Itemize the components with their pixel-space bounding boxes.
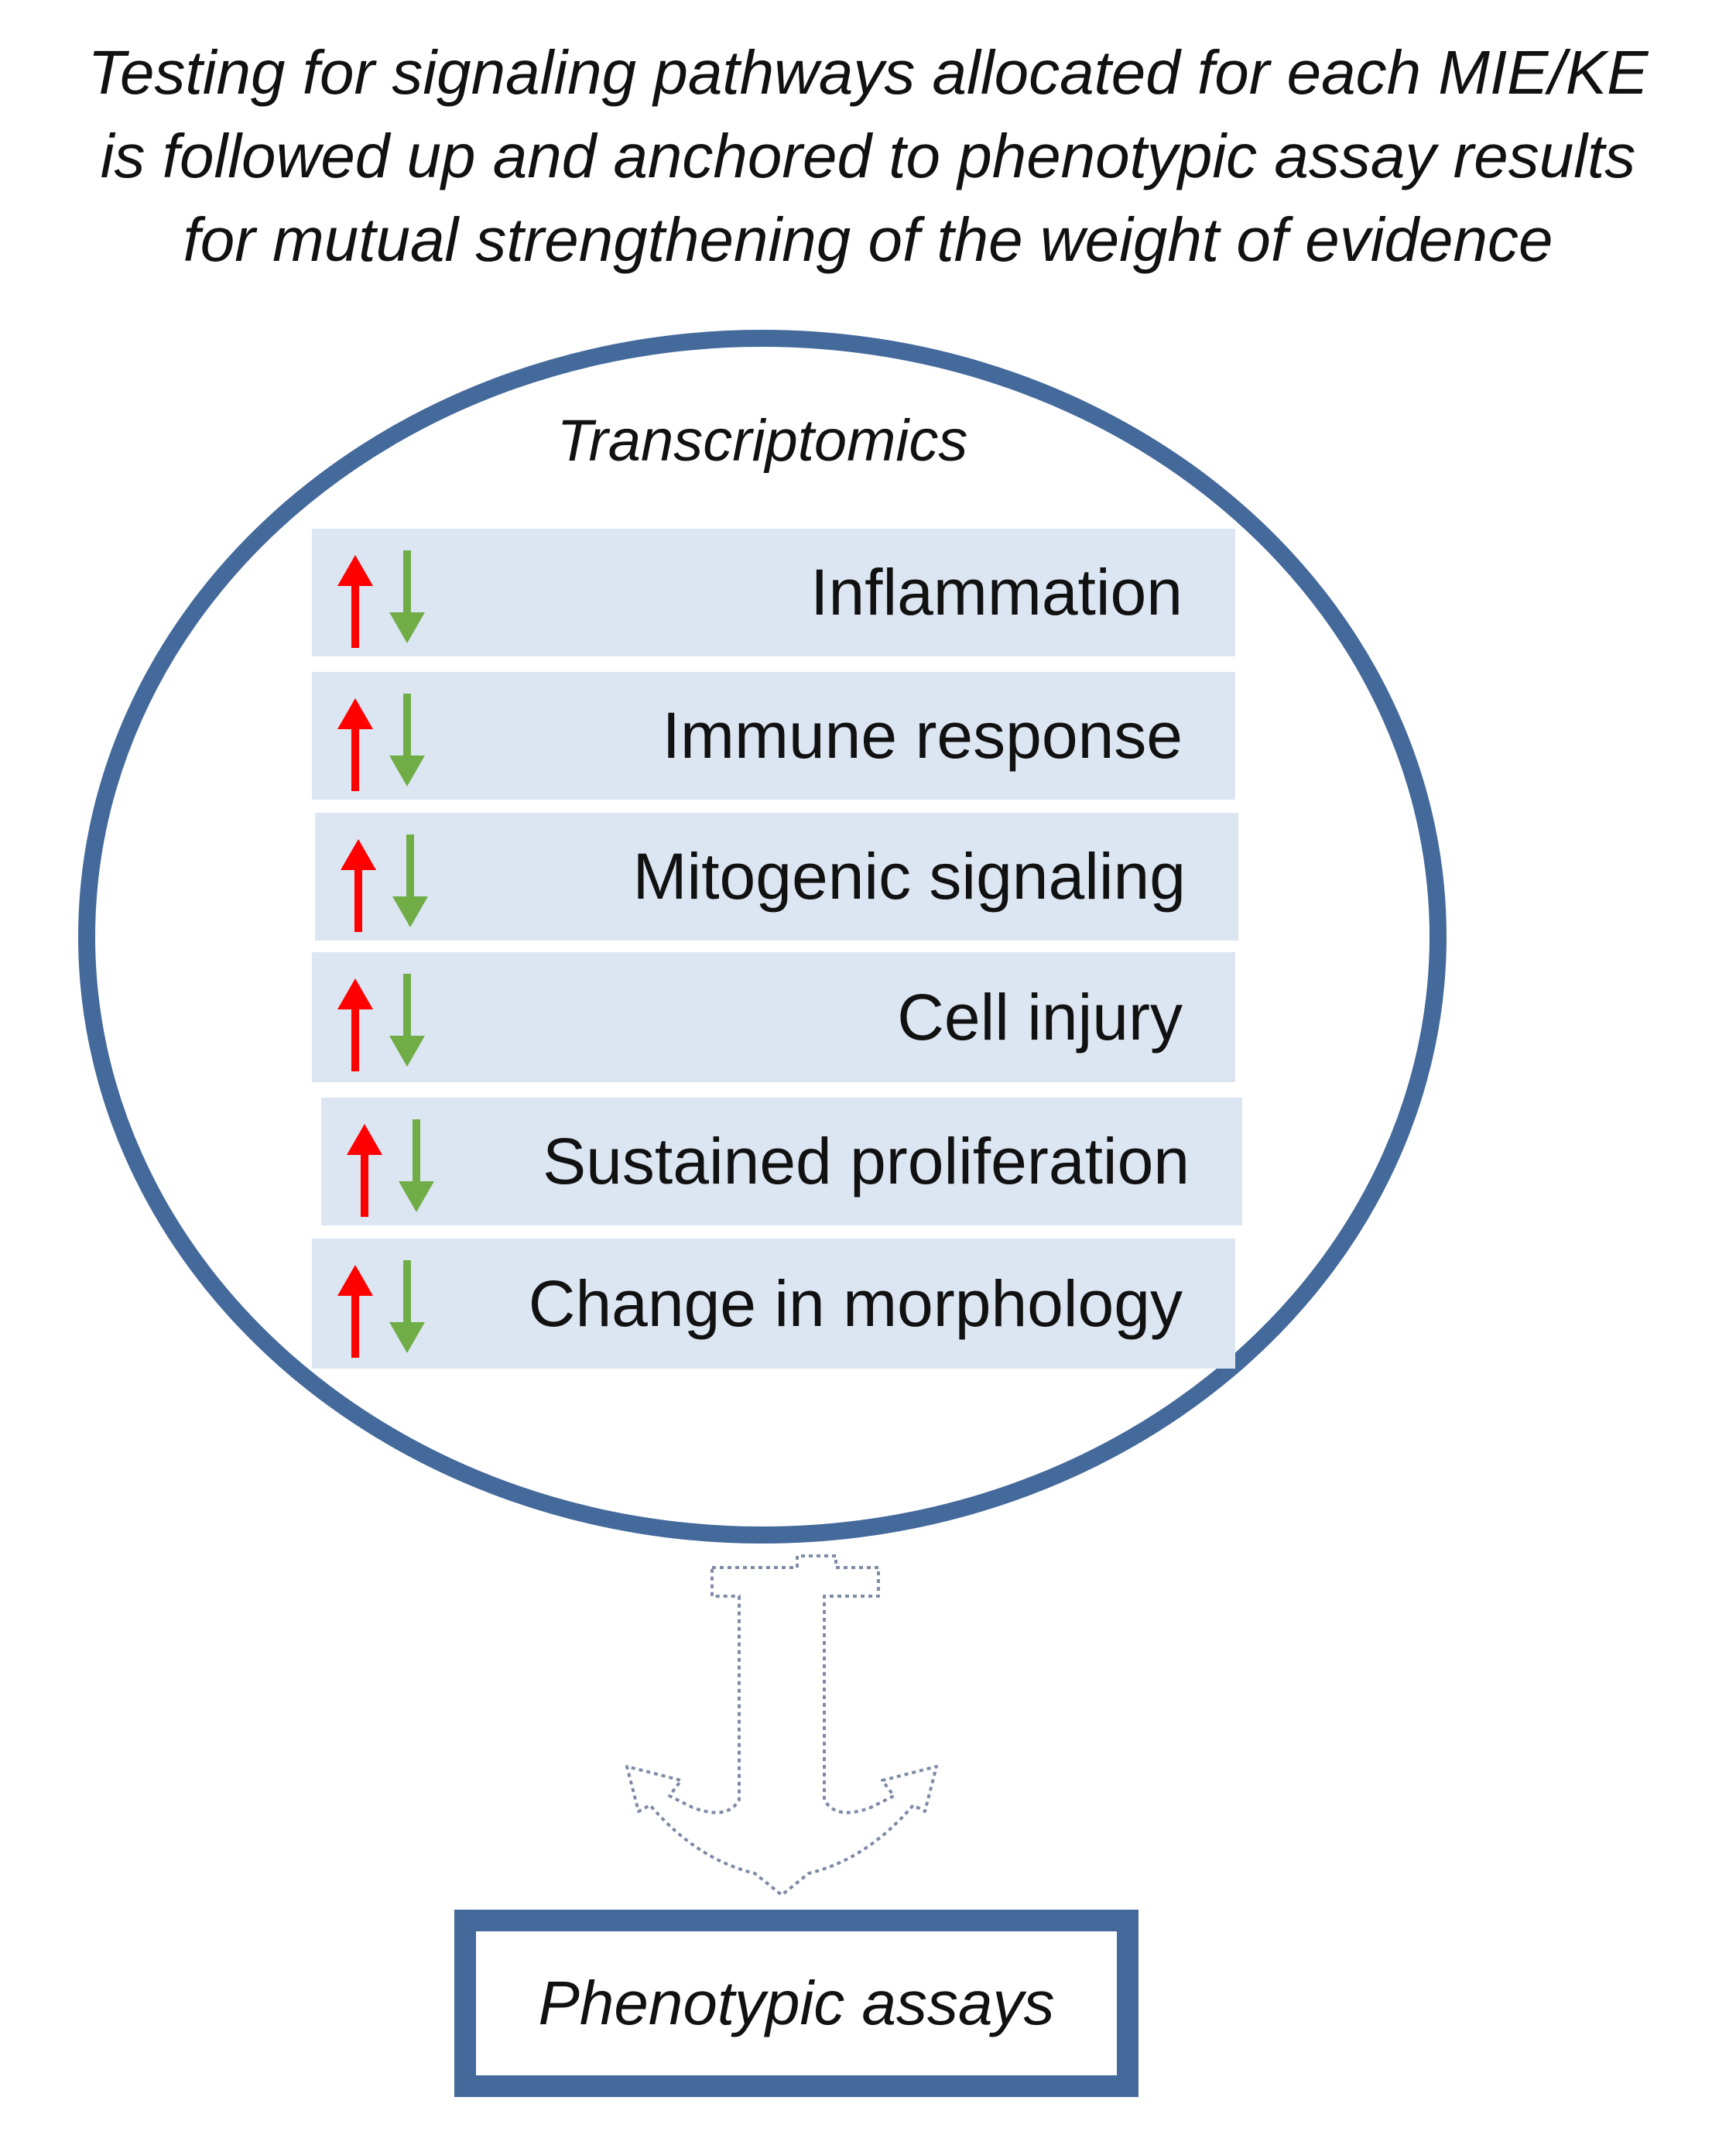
heading-line: for mutual strengthening of the weight o… (183, 205, 1553, 274)
down-arrow-icon (389, 694, 425, 786)
down-arrow-icon (399, 1119, 434, 1212)
phenotypic-assays-label: Phenotypic assays (538, 1969, 1055, 2037)
heading-line: is followed up and anchored to phenotypi… (100, 122, 1636, 190)
pathway-row: Mitogenic signaling (315, 813, 1238, 941)
up-arrow-icon (341, 839, 376, 932)
arrow-pair (337, 1260, 425, 1358)
arrow-pair (337, 694, 425, 791)
arrow-pair (337, 550, 425, 648)
pathway-label: Mitogenic signaling (632, 840, 1186, 913)
transcriptomics-title: Transcriptomics (556, 408, 968, 474)
heading-line: Testing for signaling pathways allocated… (87, 38, 1649, 107)
down-arrow-icon (392, 834, 428, 927)
diagram-heading: Testing for signaling pathways allocated… (0, 31, 1736, 282)
pathway-label: Cell injury (897, 980, 1183, 1054)
pathway-row: Immune response (312, 672, 1235, 800)
phenotypic-assays-box: Phenotypic assays (454, 1910, 1139, 2097)
up-arrow-icon (337, 978, 373, 1071)
pathway-row: Sustained proliferation (321, 1098, 1242, 1225)
transcriptomics-circle (78, 330, 1447, 1544)
arrow-pair (337, 974, 425, 1071)
down-arrow-icon (389, 974, 425, 1067)
up-arrow-icon (337, 698, 373, 791)
pathway-label: Sustained proliferation (543, 1125, 1190, 1198)
pathway-row: Cell injury (312, 952, 1235, 1082)
arrow-pair (347, 1119, 434, 1217)
down-arrow-icon (389, 550, 425, 643)
up-arrow-icon (347, 1124, 382, 1217)
up-arrow-icon (337, 1265, 373, 1358)
pathway-label: Inflammation (810, 556, 1183, 629)
up-arrow-icon (337, 555, 373, 648)
down-arrow-icon (389, 1260, 425, 1353)
arrow-pair (341, 834, 428, 932)
pathway-label: Immune response (662, 699, 1183, 772)
pathway-row: Inflammation (312, 529, 1235, 656)
pathway-row: Change in morphology (312, 1239, 1235, 1369)
anchor-icon (625, 1554, 938, 1897)
pathway-label: Change in morphology (528, 1266, 1183, 1340)
